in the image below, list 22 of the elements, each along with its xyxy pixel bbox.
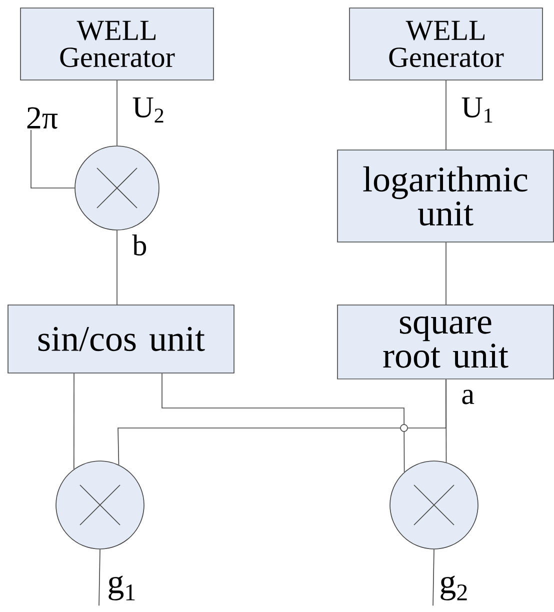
process-box: sin/cos unit	[8, 304, 234, 374]
edge-label: a	[460, 388, 476, 406]
connector-line	[118, 379, 446, 466]
input-label: 2π	[27, 107, 58, 129]
multiplier-circle	[74, 146, 160, 230]
output-label: g$_{2}$	[440, 576, 467, 600]
connector-line	[116, 80, 118, 146]
connector-line	[30, 130, 75, 188]
multiplier-circle	[56, 460, 144, 550]
multiplier-circle	[390, 460, 478, 550]
process-box: logarithmic unit	[337, 150, 554, 242]
process-box: WELL Generator	[349, 8, 543, 80]
process-box: square root unit	[337, 304, 554, 380]
connector-line	[162, 373, 405, 472]
edge-label: b	[131, 233, 148, 257]
connector-line	[432, 549, 434, 606]
edge-label: U$_{1}$	[460, 96, 495, 124]
edge-label: U$_{2}$	[131, 96, 166, 124]
output-label: g$_{1}$	[108, 576, 135, 600]
connector-line	[116, 230, 118, 305]
process-box: WELL Generator	[20, 8, 214, 80]
connector-line	[98, 549, 100, 606]
